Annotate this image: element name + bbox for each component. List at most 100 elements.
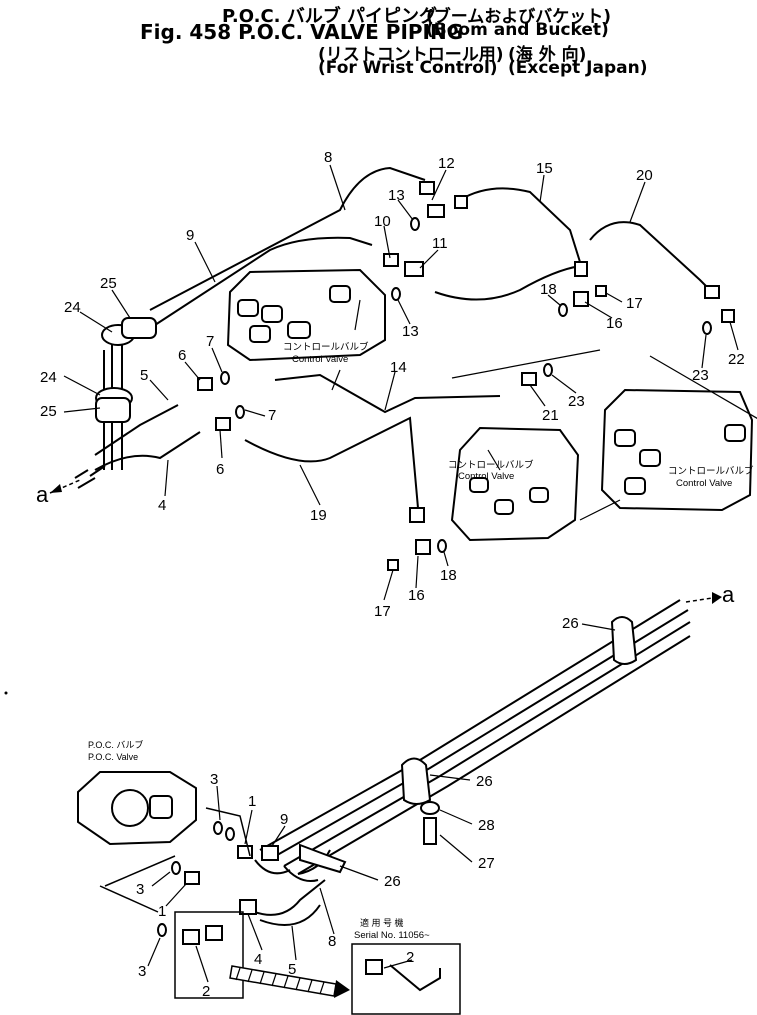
hose-5	[94, 404, 179, 456]
callout-2-serial: 2	[406, 949, 414, 966]
callout-23: 23	[692, 367, 709, 384]
oring-23b	[543, 363, 553, 377]
tube-long-4	[297, 635, 691, 875]
callout-5: 5	[140, 367, 148, 384]
callout-24: 24	[40, 369, 57, 386]
callout-2-inset: 2	[202, 983, 210, 1000]
hose-20	[589, 221, 713, 293]
callout-14: 14	[390, 359, 407, 376]
callout-18b: 18	[440, 567, 457, 584]
callout-25: 25	[40, 403, 57, 420]
callout-26-low: 26	[384, 873, 401, 890]
fitting-17b	[387, 559, 399, 571]
fitting-21	[521, 372, 537, 386]
hatched-hose	[229, 965, 350, 998]
cv-label-en-2: Control Valve	[458, 471, 514, 482]
callout-11: 11	[432, 235, 448, 252]
clamp-group-lower	[299, 616, 638, 874]
callout-5-lower: 5	[288, 961, 296, 978]
fitting-2-serial	[365, 959, 383, 975]
fitting-1-mid	[184, 871, 200, 885]
fitting-19-end	[409, 507, 425, 523]
oring-13-top	[410, 217, 420, 231]
title-wrist-en: (For Wrist Control)	[318, 58, 498, 78]
callout-1-mid: 1	[158, 903, 166, 920]
stray-dot	[4, 691, 8, 695]
callout-numbers: 8 12 13 15 20 10 11 9 25 24 18 17 16 13 …	[40, 149, 745, 1000]
elbow-2-serial	[389, 964, 441, 992]
inset-boxes	[99, 807, 461, 1015]
callout-24-top: 24	[64, 299, 81, 316]
callout-9: 9	[186, 227, 194, 244]
fitting-1-top	[237, 845, 253, 859]
fitting-16b	[415, 539, 431, 555]
hose-4	[94, 431, 201, 471]
callout-15: 15	[536, 160, 553, 177]
cv-label-en-1: Control Valve	[292, 354, 348, 365]
oring-3-top	[213, 821, 223, 835]
callout-8: 8	[324, 149, 332, 166]
oring-7	[220, 371, 230, 385]
title-wrist-jp: (リストコントロール用)	[318, 45, 504, 65]
oring-13	[391, 287, 401, 301]
callout-3-low: 3	[138, 963, 146, 980]
callout-26-top: 26	[562, 615, 579, 632]
callout-9-lower: 9	[280, 811, 288, 828]
callout-17b: 17	[374, 603, 391, 620]
hose-lower-top	[254, 859, 291, 875]
oring-3-top-b	[225, 827, 235, 841]
callout-12: 12	[438, 155, 455, 172]
hose-19	[244, 416, 419, 509]
callout-19: 19	[310, 507, 327, 524]
hose-5-lower	[259, 904, 321, 926]
upper-piping-group	[74, 166, 713, 509]
title-line-en: Fig. 458 P.O.C. VALVE PIPING	[140, 20, 464, 44]
title-export-en: (Except Japan)	[508, 58, 648, 78]
fitting-17	[595, 285, 607, 297]
callout-4-lower: 4	[254, 951, 262, 968]
hose-14	[274, 373, 501, 414]
cv-label-jp-1: コントロールバルブ	[283, 341, 369, 353]
callout-16b: 16	[408, 587, 425, 604]
callout-20: 20	[636, 167, 653, 184]
clamp-26-mid	[400, 757, 432, 805]
hose-15	[459, 187, 581, 263]
callout-18: 18	[540, 281, 557, 298]
cv-label-jp-3: コントロールバルブ	[668, 465, 754, 477]
hose-11-line	[434, 265, 581, 301]
control-valve-main	[226, 268, 386, 362]
fittings-lower	[157, 821, 441, 992]
clamp-26-top	[610, 616, 638, 665]
oring-23	[702, 321, 712, 335]
callout-13: 13	[402, 323, 419, 340]
fitting-16	[573, 291, 589, 307]
hose-8	[149, 166, 426, 311]
cv-label-jp-2: コントロールバルブ	[448, 459, 534, 471]
fitting-6	[197, 377, 213, 391]
oring-7b	[235, 405, 245, 419]
callout-17: 17	[626, 295, 643, 312]
fitting-10	[383, 253, 399, 267]
inset-box-2	[174, 911, 244, 999]
fittings-upper	[197, 181, 735, 571]
leader-lines-upper	[63, 164, 757, 601]
callout-6-top: 6	[178, 347, 186, 364]
arrow-a-lower-label: a	[722, 582, 735, 607]
poc-label-jp: P.O.C. バルブ	[88, 739, 143, 750]
leader-lines-lower	[147, 623, 616, 983]
callout-1-top: 1	[248, 793, 256, 810]
serial-label-jp: 適 用 号 機	[360, 917, 404, 928]
fitting-15-lower	[574, 261, 588, 277]
oring-18b	[437, 539, 447, 553]
fitting-6b	[215, 417, 231, 431]
arrow-a-lower	[685, 592, 722, 604]
callout-21: 21	[542, 407, 559, 424]
clamp-25-top	[121, 317, 157, 339]
inset-box-serial	[351, 943, 461, 1015]
tube-bundle-upper	[74, 465, 106, 489]
callout-3-mid: 3	[136, 881, 144, 898]
arrow-a-upper	[49, 479, 81, 494]
fitting-11	[404, 261, 424, 277]
callout-23b: 23	[568, 393, 585, 410]
